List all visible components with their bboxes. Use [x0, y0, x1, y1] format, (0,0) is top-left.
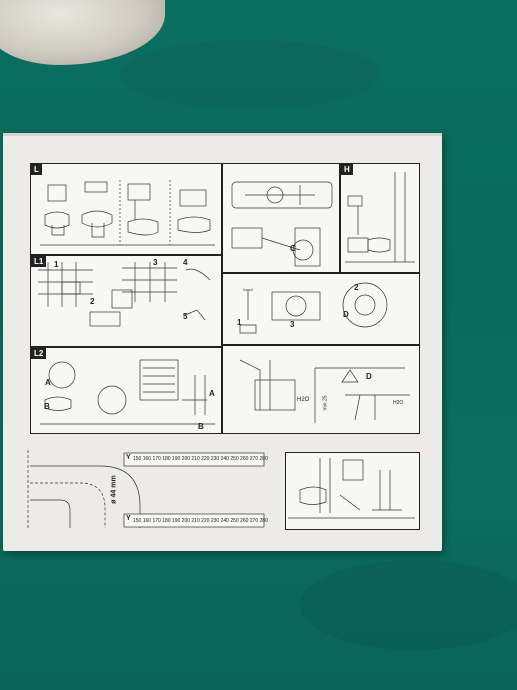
letter-c: C [290, 244, 296, 253]
cistern-2 [84, 181, 108, 193]
toilet-bowl-4 [177, 216, 211, 233]
label-l2: L2 [31, 348, 47, 359]
letter-d-1: D [343, 310, 349, 319]
valve-side [294, 227, 321, 267]
ruler-bottom [123, 513, 265, 528]
cloth-fold [120, 40, 380, 110]
ruler-y-bottom: Y [126, 515, 131, 522]
bracket-2 [89, 311, 121, 327]
tile-grid-1 [38, 262, 93, 307]
cistern-l2 [139, 359, 179, 401]
letter-d-2: D [366, 372, 372, 381]
toilet-base-1 [51, 225, 65, 236]
cistern-3 [127, 183, 151, 201]
flush-step-2: 2 [354, 283, 359, 292]
step-3: 3 [153, 258, 158, 267]
toilet-install [299, 486, 327, 505]
ruler-scale-top: 150 160 170 180 190 200 210 220 230 240 … [133, 456, 268, 462]
toilet-bowl-3 [127, 200, 159, 236]
toilet-h [347, 237, 369, 253]
letter-b-1: B [44, 402, 50, 411]
water-pipe [239, 359, 271, 410]
flush-step-1: 1 [237, 318, 242, 327]
bracket-3 [111, 289, 133, 309]
letter-b-2: B [198, 422, 204, 431]
pipe-l2 [182, 375, 207, 415]
label-l: L [31, 164, 42, 175]
pipe-outline-outer [30, 465, 141, 528]
step-4: 4 [183, 258, 188, 267]
h2o-label-2: H2O [393, 400, 404, 406]
step-5: 5 [183, 312, 188, 321]
label-l1: L1 [31, 256, 47, 267]
bracket-1 [61, 281, 81, 295]
letter-a-1: A [45, 378, 51, 387]
diameter-label: ø 44 mm [110, 475, 118, 504]
flush-valve-2 [271, 291, 321, 321]
cistern-install [342, 459, 364, 481]
valve-detail [231, 227, 263, 249]
toilet-bowl-2 [81, 210, 113, 228]
panel-l [30, 163, 222, 255]
min-25-label: min 25 [322, 395, 329, 411]
cistern-1 [47, 184, 67, 202]
detail-circle-2 [97, 385, 127, 415]
cistern-4 [179, 189, 207, 207]
tile-grid-2 [122, 262, 177, 302]
valve-body [231, 181, 333, 209]
ruler-y-top: Y [126, 454, 131, 461]
panel-h [340, 163, 420, 273]
warning-icon [341, 369, 359, 383]
box-top-edge [3, 133, 442, 136]
ruler-scale-bottom: 150 160 170 180 190 200 210 220 230 240 … [133, 518, 268, 524]
pipe-outline-inner [30, 499, 71, 528]
panel-l2 [30, 347, 222, 434]
flush-step-3: 3 [290, 320, 295, 329]
cloth-fold [300, 560, 517, 650]
ruler-top [123, 452, 265, 467]
flush-valve-1 [239, 289, 257, 334]
drill-4 [185, 268, 211, 281]
water-tank [254, 379, 296, 411]
label-h: H [341, 164, 353, 175]
panel-water-level [222, 345, 420, 434]
high-cistern [347, 195, 363, 207]
step-1: 1 [54, 260, 59, 269]
step-2: 2 [90, 297, 95, 306]
panel-installation [285, 452, 420, 530]
h2o-label-1: H2O [297, 397, 310, 403]
detail-circle-1 [48, 361, 76, 389]
letter-a-2: A [209, 389, 215, 398]
toilet-bowl-1 [44, 211, 70, 229]
flush-valve-3 [342, 282, 388, 328]
anchor-5 [184, 309, 206, 321]
